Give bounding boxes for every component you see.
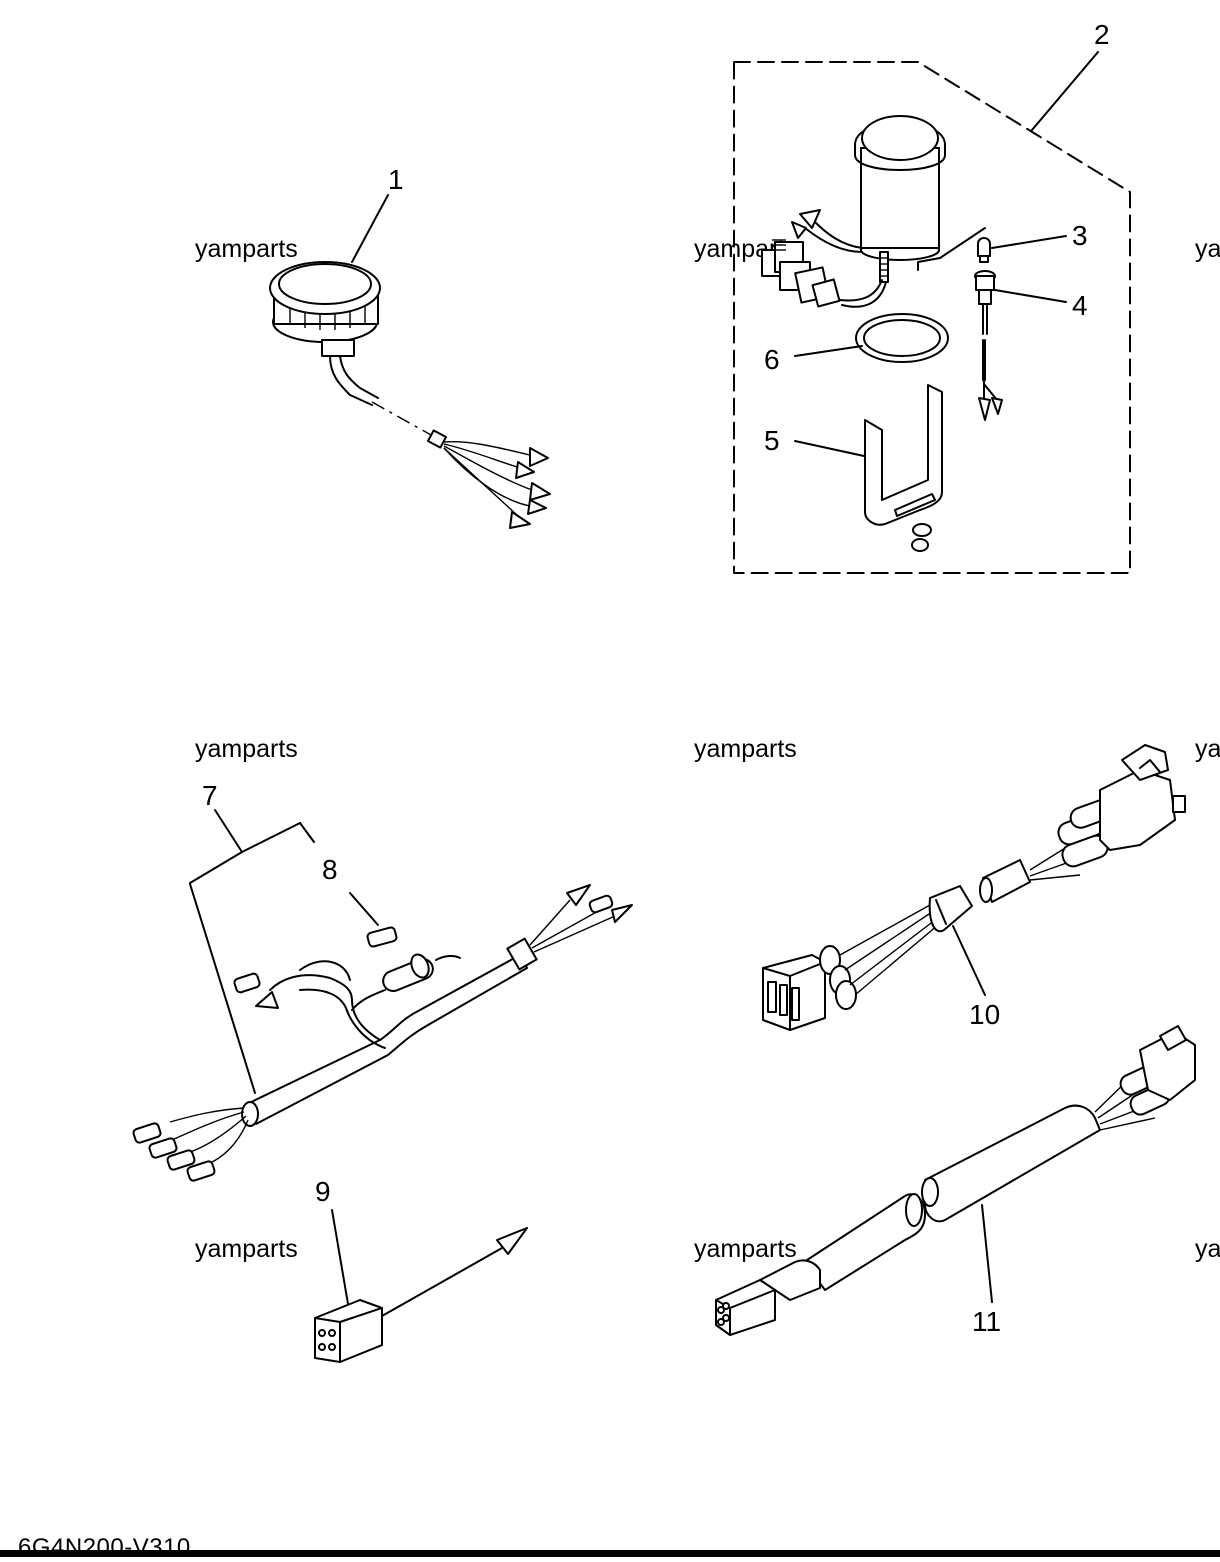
leader-8: [349, 892, 379, 926]
callout-2: 2: [1094, 19, 1110, 50]
leader-7: [214, 809, 243, 853]
leader-6: [794, 345, 863, 357]
callout-11: 11: [972, 1306, 1001, 1337]
leader-5: [794, 440, 865, 457]
part-9-connector[interactable]: [314, 1227, 528, 1363]
part-7-harness[interactable]: [132, 884, 633, 1182]
callout-10: 10: [969, 999, 1000, 1030]
leader-7-bracket: [189, 822, 301, 1094]
part-4-socket[interactable]: [974, 270, 1003, 421]
watermark-cut: ya: [1195, 1235, 1220, 1263]
part-8-plug[interactable]: [366, 926, 398, 948]
leader-2a: [917, 227, 986, 271]
part-2-sensor-cylinder[interactable]: [791, 115, 946, 308]
part-11-extension-harness[interactable]: [715, 1025, 1196, 1336]
watermark: yamparts: [195, 235, 298, 263]
leader-10: [952, 925, 986, 996]
watermark: yamparts: [195, 1235, 298, 1263]
callout-9: 9: [315, 1176, 331, 1207]
callout-6: 6: [764, 344, 780, 375]
leader-4: [994, 289, 1067, 303]
leader-9: [331, 1209, 349, 1305]
part-2-connector[interactable]: [761, 239, 841, 308]
bottom-rule: [0, 1550, 1220, 1557]
leader-11: [981, 1204, 993, 1303]
part-5-bracket[interactable]: [864, 384, 943, 552]
watermark: yamparts: [694, 1235, 797, 1263]
callout-8: 8: [322, 854, 338, 885]
watermark-cut: ya: [1195, 735, 1220, 763]
watermark-cut: ya: [1195, 235, 1220, 263]
part-1-gauge[interactable]: [269, 261, 551, 529]
callout-7: 7: [202, 780, 218, 811]
callout-5: 5: [764, 425, 780, 456]
leader-3: [991, 235, 1067, 249]
diagram-code: 6G4N200-V310: [18, 1534, 191, 1561]
assembly-2-boundary: [733, 61, 1131, 574]
watermark: yamparts: [694, 735, 797, 763]
callout-4: 4: [1072, 290, 1088, 321]
leader-1: [351, 194, 389, 263]
leader-7-8: [299, 822, 315, 843]
watermark: yamparts: [195, 735, 298, 763]
leader-2: [1031, 51, 1099, 131]
part-10-adapter-harness[interactable]: [762, 744, 1186, 1031]
callout-1: 1: [388, 164, 404, 195]
callout-3: 3: [1072, 220, 1088, 251]
part-6-o-ring[interactable]: [855, 313, 949, 363]
part-3-bulb[interactable]: [977, 237, 991, 263]
